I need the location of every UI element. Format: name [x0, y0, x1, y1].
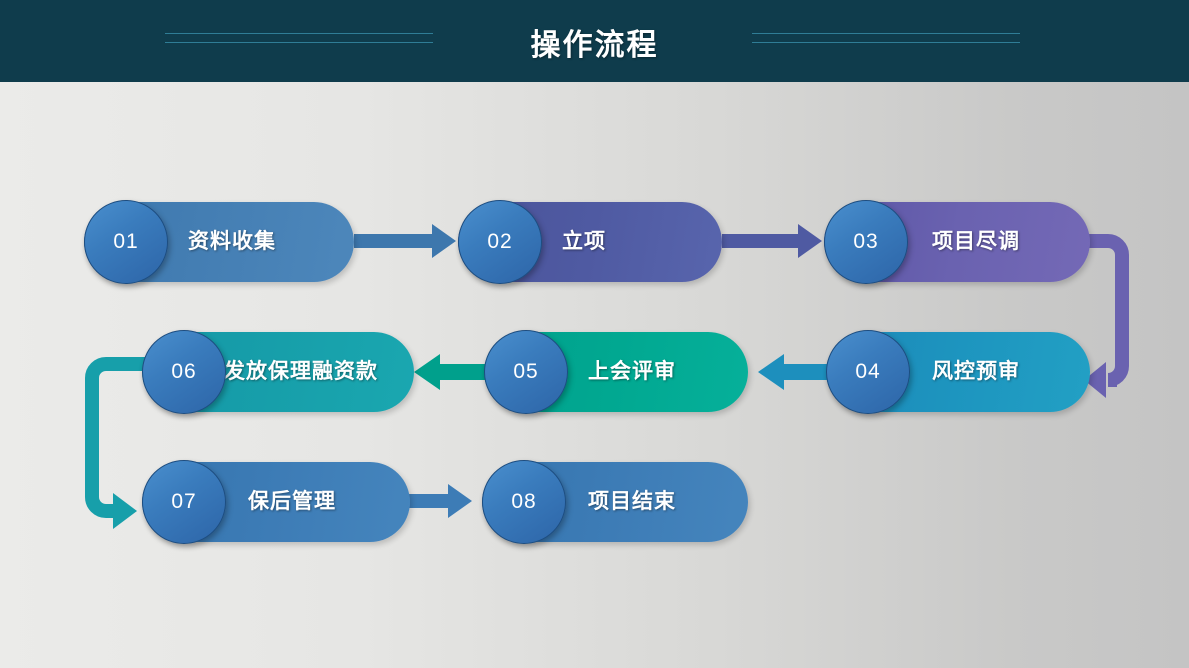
- flow-node-03-number: 03: [824, 200, 908, 284]
- connector-07-to-08: [408, 484, 472, 518]
- flow-node-01-label: 资料收集: [188, 230, 276, 253]
- flow-node-08-number: 08: [482, 460, 566, 544]
- flow-node-04-number: 04: [826, 330, 910, 414]
- connector-04-to-05: [758, 354, 828, 390]
- flow-node-06-label: 发放保理融资款: [224, 360, 378, 383]
- flow-node-01-number: 01: [84, 200, 168, 284]
- flow-node-05-label: 上会评审: [588, 360, 676, 383]
- header-decoration-left: [165, 33, 433, 47]
- flow-node-03-label: 项目尽调: [932, 230, 1020, 253]
- header-decoration-right: [752, 33, 1020, 47]
- flow-node-06-number: 06: [142, 330, 226, 414]
- header-decoration-left-line-1: [165, 33, 433, 34]
- flow-node-02-label: 立项: [562, 230, 606, 253]
- flow-node-07-number: 07: [142, 460, 226, 544]
- flow-node-08-label: 项目结束: [588, 490, 676, 513]
- header-decoration-right-line-1: [752, 33, 1020, 34]
- header-decoration-left-line-2: [165, 42, 433, 43]
- connector-02-to-03: [722, 224, 822, 258]
- flow-node-07-label: 保后管理: [248, 490, 336, 513]
- flow-node-02-number: 02: [458, 200, 542, 284]
- flow-node-05-number: 05: [484, 330, 568, 414]
- header-decoration-right-line-2: [752, 42, 1020, 43]
- flow-node-04-label: 风控预审: [932, 360, 1020, 383]
- connector-01-to-02: [354, 224, 456, 258]
- page-title: 操作流程: [530, 29, 659, 62]
- connector-05-to-06: [414, 354, 488, 390]
- slide-header: 操作流程: [0, 0, 1189, 82]
